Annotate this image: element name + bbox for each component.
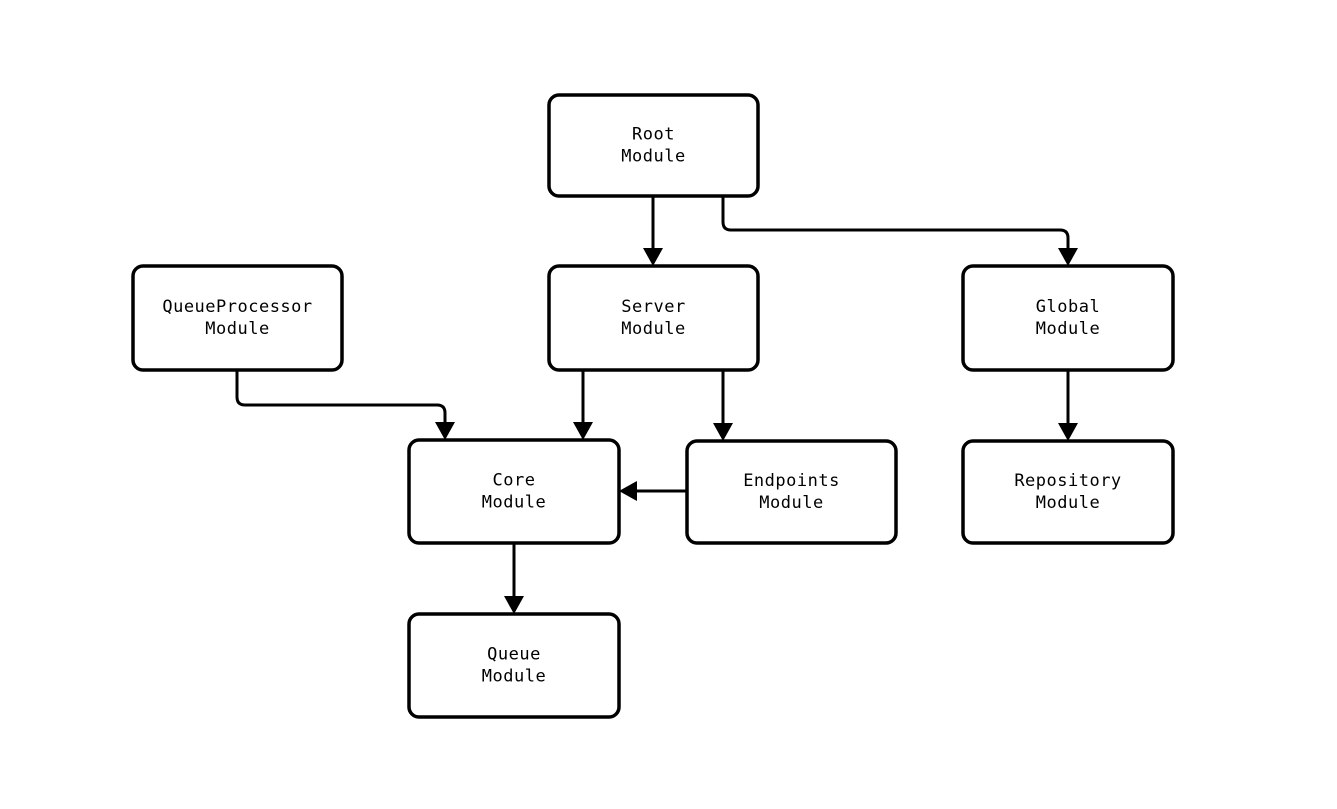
global-module-node-box[interactable] bbox=[961, 264, 1175, 372]
edge-core-to-queue-arrowhead-icon bbox=[504, 596, 524, 614]
edge-root-to-server-arrowhead-icon bbox=[643, 248, 663, 266]
repository-module-node-label-line1: Repository bbox=[1014, 471, 1121, 491]
edge-core-to-queue bbox=[504, 543, 524, 614]
root-module-node-label-line1: Root bbox=[632, 125, 675, 145]
edge-root-to-global bbox=[721, 196, 1078, 266]
edge-server-to-endpoints bbox=[713, 370, 733, 441]
server-module-node-label-line1: Server bbox=[621, 297, 685, 317]
queueprocessor-module-node-label-line2: Module bbox=[205, 319, 269, 339]
root-module-node-label-line2: Module bbox=[621, 147, 685, 167]
edge-queueprocessor-to-core-arrowhead-icon bbox=[435, 422, 455, 440]
edge-global-to-repository bbox=[1058, 370, 1078, 441]
server-module-node-box[interactable] bbox=[547, 264, 760, 372]
edge-server-to-core-arrowhead-icon bbox=[573, 422, 593, 440]
repository-module-node-label-line2: Module bbox=[1036, 493, 1100, 513]
queueprocessor-module-node-box[interactable] bbox=[131, 264, 344, 372]
endpoints-module-node-box[interactable] bbox=[685, 439, 898, 545]
queue-module-node-label-line2: Module bbox=[482, 667, 546, 687]
root-module-node-box[interactable] bbox=[547, 93, 760, 198]
edge-endpoints-to-core bbox=[619, 481, 687, 501]
edge-root-to-global-arrowhead-icon bbox=[1058, 248, 1078, 266]
global-module-node-label-line2: Module bbox=[1036, 319, 1100, 339]
endpoints-module-node-label-line1: Endpoints bbox=[743, 471, 840, 491]
edge-root-to-server bbox=[643, 196, 663, 266]
queue-module-node-label-line1: Queue bbox=[487, 645, 541, 665]
global-module-node-label-line1: Global bbox=[1036, 297, 1100, 317]
edges-layer bbox=[235, 196, 1078, 614]
edge-queueprocessor-to-core-line bbox=[235, 370, 447, 422]
nodes-layer: RootModuleQueueProcessorModuleServerModu… bbox=[131, 93, 1175, 719]
edge-server-to-endpoints-arrowhead-icon bbox=[713, 423, 733, 441]
repository-module-node-box[interactable] bbox=[961, 439, 1175, 545]
core-module-node-label-line1: Core bbox=[493, 471, 536, 491]
edge-endpoints-to-core-arrowhead-icon bbox=[619, 481, 637, 501]
edge-server-to-core bbox=[573, 370, 593, 440]
edge-root-to-global-line bbox=[721, 196, 1070, 248]
endpoints-module-node-label-line2: Module bbox=[759, 493, 823, 513]
server-module-node-label-line2: Module bbox=[621, 319, 685, 339]
queueprocessor-module-node-label-line1: QueueProcessor bbox=[162, 297, 312, 317]
edge-global-to-repository-arrowhead-icon bbox=[1058, 423, 1078, 441]
core-module-node-label-line2: Module bbox=[482, 493, 546, 513]
core-module-node-box[interactable] bbox=[407, 438, 621, 545]
queue-module-node-box[interactable] bbox=[407, 612, 621, 719]
edge-queueprocessor-to-core bbox=[235, 370, 455, 440]
